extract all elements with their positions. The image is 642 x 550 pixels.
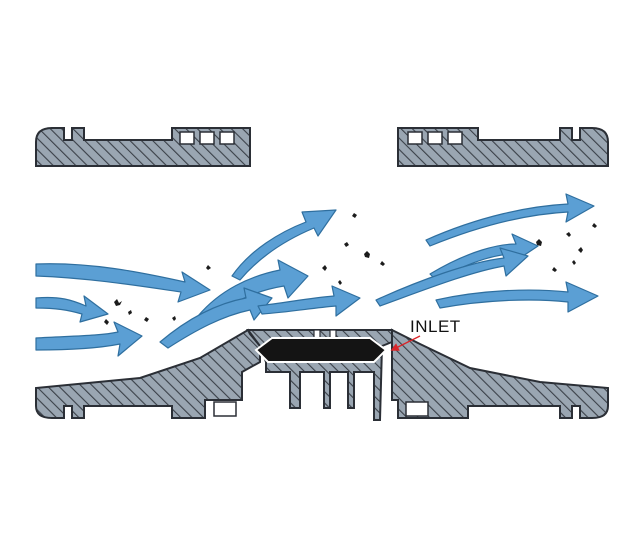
- flow-arrow-10: [375, 247, 529, 307]
- flow-arrow-8: [425, 193, 595, 247]
- debris-particle: [344, 242, 349, 247]
- top-wall: [35, 127, 609, 167]
- debris-particles: [104, 213, 597, 325]
- flow-arrow-2: [35, 295, 109, 323]
- debris-particle: [352, 213, 357, 218]
- top-wall-left: [35, 127, 251, 167]
- debris-particle: [552, 267, 557, 272]
- bottom-port-left: [213, 401, 237, 417]
- flow-arrow-3: [35, 321, 143, 357]
- debris-particle: [144, 317, 149, 322]
- debris-particle: [364, 251, 370, 258]
- top-port-left-c: [219, 131, 235, 145]
- debris-particle: [578, 247, 583, 253]
- debris-particle: [592, 223, 597, 228]
- debris-particle: [572, 260, 576, 265]
- top-port-left-a: [179, 131, 195, 145]
- debris-particle: [536, 239, 542, 246]
- debris-particle: [104, 319, 109, 325]
- debris-particle: [566, 232, 571, 237]
- top-port-right-c: [447, 131, 463, 145]
- top-port-left-b: [199, 131, 215, 145]
- flow-arrow-7: [257, 285, 361, 317]
- flow-arrows: [35, 193, 599, 357]
- inlet-plate: [254, 337, 388, 363]
- inlet-leader-line: [390, 335, 421, 351]
- top-port-right-a: [407, 131, 423, 145]
- debris-particle: [128, 310, 132, 315]
- bottom-wall-right: [391, 328, 609, 419]
- flow-arrow-1: [35, 263, 211, 303]
- debris-particle: [206, 265, 211, 270]
- flow-arrow-11: [435, 281, 599, 313]
- inlet-label: INLET: [410, 317, 461, 336]
- debris-particle: [380, 261, 385, 266]
- bottom-port-right: [405, 401, 429, 417]
- debris-particle: [172, 316, 176, 321]
- flow-arrow-4: [231, 209, 337, 281]
- debris-particle: [322, 265, 327, 271]
- top-port-right-b: [427, 131, 443, 145]
- debris-particle: [114, 299, 122, 306]
- debris-particle: [338, 280, 342, 285]
